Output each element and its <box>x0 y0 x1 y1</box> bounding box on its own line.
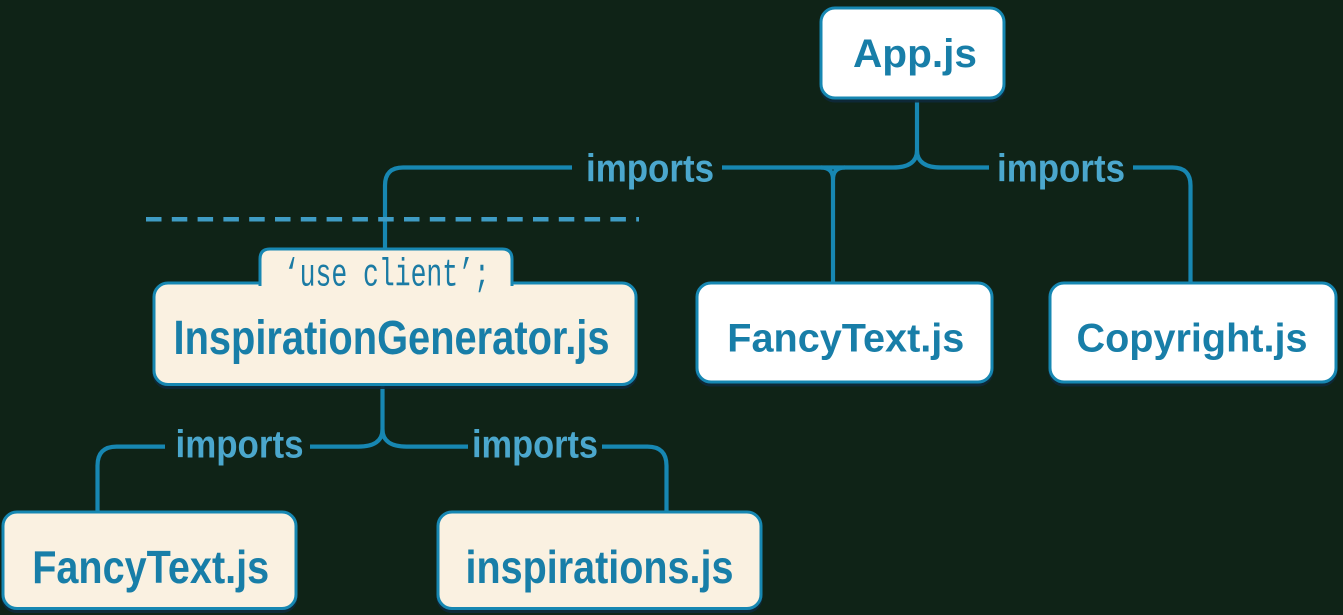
svg-text:FancyText.js: FancyText.js <box>727 317 964 361</box>
svg-text:InspirationGenerator.js: InspirationGenerator.js <box>174 312 610 365</box>
svg-text:imports: imports <box>176 424 304 467</box>
svg-text:Copyright.js: Copyright.js <box>1077 317 1308 361</box>
svg-text:FancyText.js: FancyText.js <box>32 541 269 593</box>
svg-text:imports: imports <box>997 148 1125 191</box>
svg-text:imports: imports <box>586 148 714 191</box>
svg-text:‘use client’;: ‘use client’; <box>284 254 490 298</box>
svg-text:App.js: App.js <box>853 32 977 76</box>
svg-text:imports: imports <box>472 424 598 467</box>
svg-text:inspirations.js: inspirations.js <box>466 541 734 593</box>
